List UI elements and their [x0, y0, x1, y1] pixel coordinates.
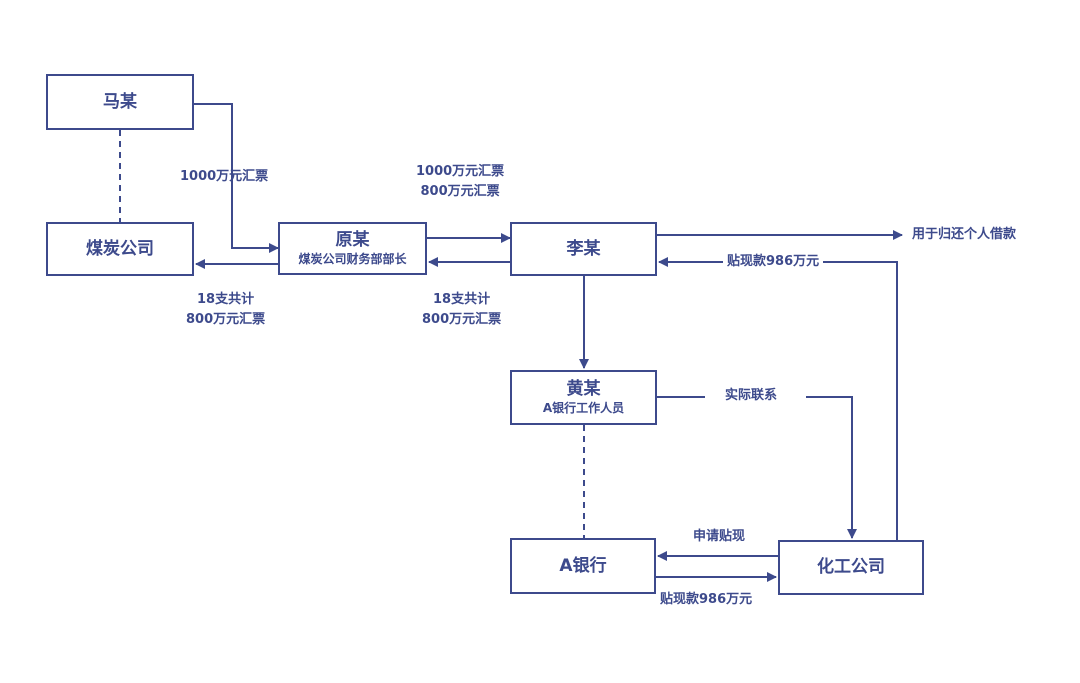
- label-yuan-to-li-line1: 1000万元汇票: [416, 164, 505, 179]
- arrow-ma-to-yuan: [194, 103, 279, 253]
- node-chem-company: 化工公司: [778, 540, 924, 595]
- node-coal-name: 煤炭公司: [86, 238, 154, 259]
- label-yuan-to-coal-line1: 18支共计: [197, 292, 255, 307]
- node-ma-name: 马某: [103, 91, 137, 112]
- node-yuan: 原某 煤炭公司财务部部长: [278, 222, 427, 275]
- label-yuan-to-coal-line2: 800万元汇票: [186, 312, 266, 328]
- label-ma-to-yuan: 1000万元汇票: [180, 167, 268, 187]
- node-yuan-name: 原某: [335, 229, 370, 250]
- node-li: 李某: [510, 222, 657, 276]
- arrow-chem-to-li: [658, 257, 898, 540]
- label-yuan-to-coal: 18支共计 800万元汇票: [186, 290, 265, 330]
- label-li-to-yuan-line1: 18支共计: [433, 292, 491, 307]
- node-coal-company: 煤炭公司: [46, 222, 194, 276]
- node-huang: 黄某 A银行工作人员: [510, 370, 657, 425]
- label-ma-to-yuan-text: 1000万元汇票: [180, 169, 269, 184]
- label-bank-to-chem: 贴现款986万元: [660, 590, 752, 610]
- node-chem-name: 化工公司: [817, 557, 885, 578]
- label-li-to-personal: 用于归还个人借款: [912, 225, 1016, 245]
- label-huang-to-chem-text: 实际联系: [725, 388, 778, 403]
- label-yuan-to-li-line2: 800万元汇票: [420, 184, 500, 200]
- arrow-huang-to-chem: [806, 396, 857, 539]
- node-bank-name: A银行: [559, 555, 607, 576]
- node-yuan-title: 煤炭公司财务部部长: [298, 251, 407, 266]
- label-huang-to-chem: 实际联系: [725, 386, 777, 406]
- label-bank-to-chem-text: 贴现款986万元: [660, 592, 753, 607]
- node-huang-title: A银行工作人员: [542, 400, 625, 415]
- node-ma: 马某: [46, 74, 194, 130]
- label-li-to-yuan: 18支共计 800万元汇票: [422, 290, 501, 330]
- node-huang-name: 黄某: [566, 378, 601, 399]
- label-li-to-personal-text: 用于归还个人借款: [912, 227, 1017, 242]
- label-chem-to-bank: 申请贴现: [693, 527, 745, 547]
- node-li-name: 李某: [566, 238, 601, 259]
- node-bank: A银行: [510, 538, 656, 594]
- label-chem-to-li: 贴现款986万元: [723, 252, 824, 273]
- label-yuan-to-li: 1000万元汇票 800万元汇票: [416, 162, 504, 202]
- label-chem-to-bank-text: 申请贴现: [693, 529, 746, 544]
- label-chem-to-li-text: 贴现款986万元: [727, 254, 820, 269]
- label-li-to-yuan-line2: 800万元汇票: [422, 312, 502, 328]
